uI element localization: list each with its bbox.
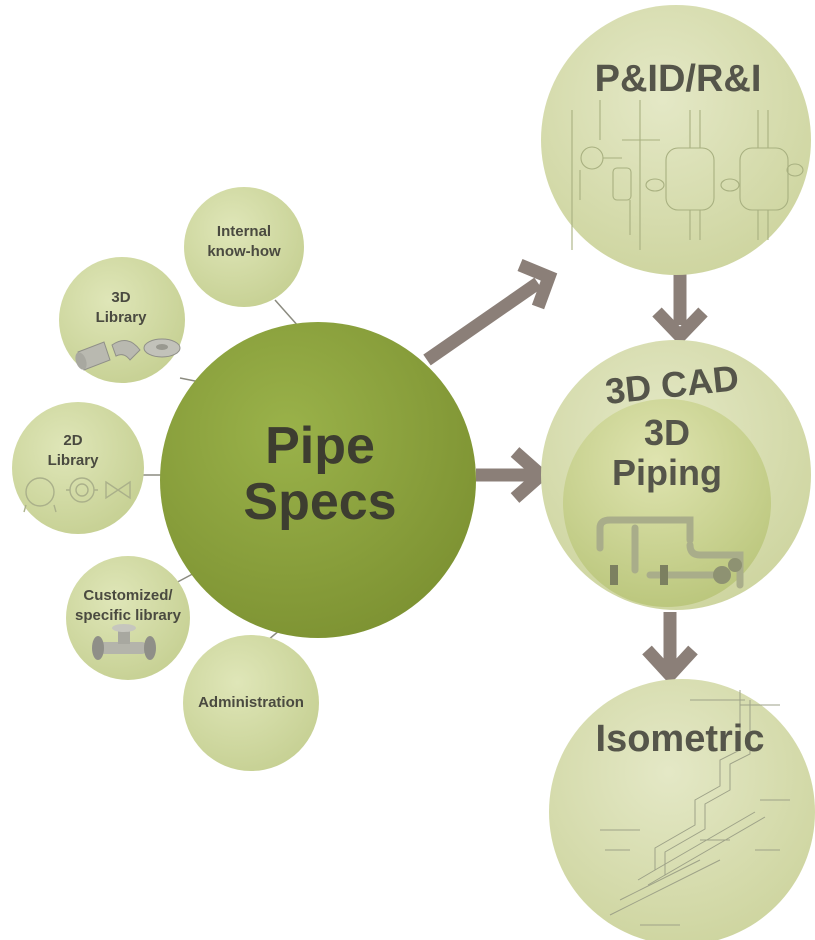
pipe-specs-circle (160, 322, 476, 638)
pid-schematic-drawing (571, 100, 804, 250)
piping-3d-valves (610, 558, 742, 585)
library-3d-label: 3D Library (95, 289, 147, 326)
internal-know-how-circle (184, 187, 304, 307)
isometric-label: Isometric (595, 718, 765, 760)
library-3d-parts-icon (75, 338, 181, 371)
library-2d-drawings-icon (23, 477, 131, 513)
internal-know-how-label: Internal know-how (207, 223, 281, 260)
administration-circle (183, 635, 319, 771)
library-2d-label: 2D Library (47, 432, 99, 469)
arrow-to-pid-head (517, 258, 558, 310)
isometric-circle (549, 679, 815, 940)
isometric-drawing (600, 690, 790, 926)
custom-library-label: Customized/ specific library (75, 587, 181, 624)
piping-3d-label: 3D Piping (612, 412, 722, 493)
pid-circle (541, 5, 811, 275)
arrow-cad-to-iso-head (642, 645, 698, 685)
pipe-specs-label: Pipe Specs (243, 417, 397, 531)
arrows (423, 270, 687, 668)
library-2d-circle (12, 402, 144, 534)
custom-library-part-icon (92, 624, 156, 660)
arrow-to-pid (423, 277, 542, 366)
piping-3d-render (596, 516, 744, 589)
administration-label: Administration (198, 694, 304, 711)
pid-label: P&ID/R&I (594, 58, 762, 100)
arrow-pid-to-cad-head (652, 307, 708, 346)
